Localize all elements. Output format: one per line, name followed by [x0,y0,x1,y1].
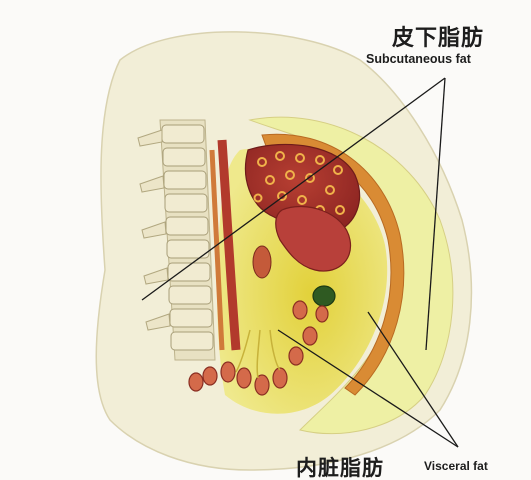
gallbladder [313,286,335,306]
kidney [253,246,271,278]
subcutaneous-fat-label-cn: 皮下脂肪 [392,20,484,52]
subcutaneous-fat-label-en: Subcutaneous fat [366,52,471,66]
visceral-fat-label-cn: 内脏脂肪 [296,452,384,480]
visceral-fat-label-en: Visceral fat [424,459,488,473]
